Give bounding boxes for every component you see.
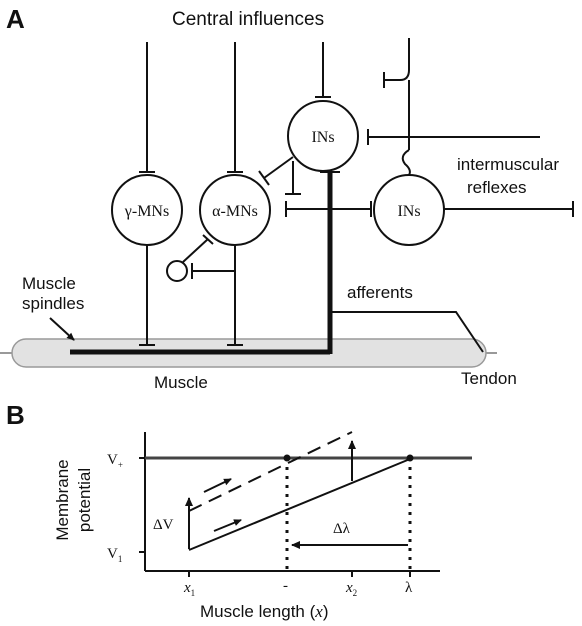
muscle-spindles-label-2: spindles <box>22 294 84 313</box>
lambda-tick-label: λ <box>405 580 413 596</box>
intermuscular-label-1: intermuscular <box>457 155 559 174</box>
afferents-label: afferents <box>347 283 413 302</box>
central-input-lines <box>139 38 410 173</box>
ins-top-node: INs <box>258 100 359 195</box>
ins-right-node: INs <box>367 80 574 246</box>
spindle-pointer-arrow <box>49 317 75 341</box>
ins-top-label: INs <box>311 129 334 146</box>
y-axis-label-2: potential <box>75 468 94 532</box>
panel-b: B Membrane potential V+ V1 ΔV Δλ <box>6 400 472 621</box>
gamma-mn-label: γ-MNs <box>124 203 169 220</box>
muscle-label: Muscle <box>154 373 208 392</box>
panel-b-label: B <box>6 400 25 430</box>
intermuscular-label-2: reflexes <box>467 178 527 197</box>
v-plus-label: V+ <box>107 452 123 470</box>
tendon-label: Tendon <box>461 369 517 388</box>
shifted-potential-line <box>188 431 353 512</box>
dash-tick-label: - <box>283 578 288 594</box>
central-influences-label: Central influences <box>172 9 324 30</box>
panel-a: A Central influences <box>0 4 574 392</box>
solid-line-direction-arrow <box>213 519 242 532</box>
membrane-potential-line <box>188 458 411 551</box>
panel-a-label: A <box>6 4 25 34</box>
ins-right-label: INs <box>397 203 420 220</box>
threshold-point-left <box>283 454 291 462</box>
x1-tick-label: x1 <box>183 580 195 598</box>
x2-tick-label: x2 <box>345 580 357 598</box>
afferent-pathway <box>70 171 484 355</box>
delta-lambda-label: Δλ <box>333 521 351 537</box>
dashed-line-direction-arrow <box>203 478 232 493</box>
alpha-mn-label: α-MNs <box>212 203 258 220</box>
threshold-point-lambda <box>406 454 414 462</box>
alpha-mn-node: α-MNs <box>199 174 271 346</box>
x-axis-label: Muscle length (x) <box>200 602 329 621</box>
delta-v-label: ΔV <box>153 517 174 533</box>
v-one-label: V1 <box>107 546 122 564</box>
recurrent-interneuron <box>166 234 235 282</box>
gamma-mn-node: γ-MNs <box>111 174 183 346</box>
y-axis-label-1: Membrane <box>53 459 72 540</box>
muscle-spindles-label-1: Muscle <box>22 274 76 293</box>
